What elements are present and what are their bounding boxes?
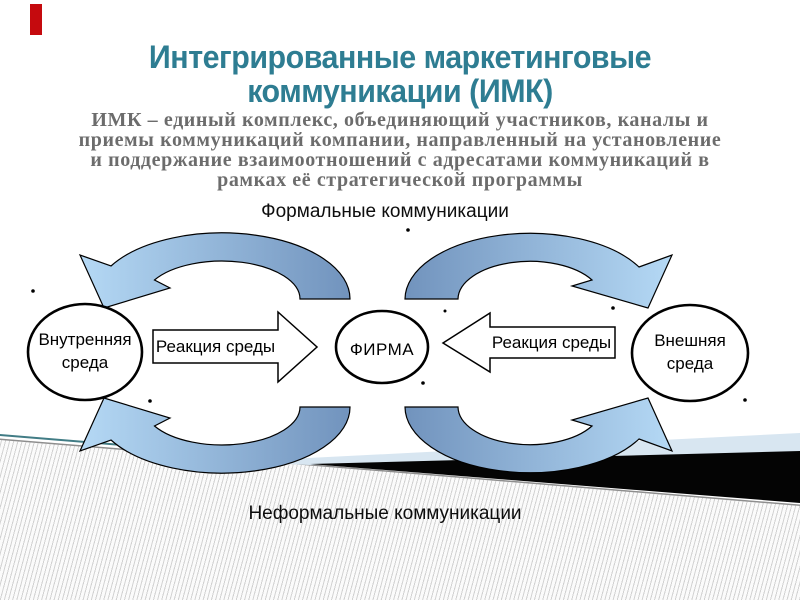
- reaction-block-arrow-left-icon: [441, 311, 616, 374]
- slide-title-line2: коммуникации (ИМК): [247, 73, 553, 109]
- external-environment-label: Внешняя среда: [654, 331, 726, 373]
- internal-environment-label: Внутренняя среда: [38, 330, 132, 372]
- artifact-dots: [31, 228, 747, 403]
- reaction-label-left: Реакция среды: [155, 337, 276, 356]
- slide-title: Интегрированные маркетинговые коммуникац…: [20, 40, 780, 108]
- firm-label: ФИРМА: [349, 340, 415, 359]
- internal-environment-ellipse: [26, 302, 144, 402]
- firm-ellipse: [334, 309, 430, 385]
- formal-communications-label: Формальные коммуникации: [261, 201, 509, 222]
- slide-subtitle: ИМК – единый комплекс, объединяющий учас…: [0, 110, 800, 190]
- informal-communications-label: Неформальные коммуникации: [248, 503, 522, 524]
- informal-arrow-to-internal-icon: [78, 397, 351, 474]
- formal-arrow-to-internal-icon: [78, 232, 351, 309]
- subtitle-line: ИМК – единый комплекс, объединяющий учас…: [91, 109, 709, 131]
- external-environment-ellipse: [630, 303, 750, 403]
- slide-title-line1: Интегрированные маркетинговые: [148, 39, 652, 75]
- informal-arrow-to-external-icon: [404, 397, 674, 474]
- subtitle-line: и поддержание взаимоотношений с адресата…: [90, 149, 710, 171]
- formal-arrow-to-external-icon: [404, 232, 674, 309]
- red-accent-bar: [30, 4, 42, 35]
- reaction-label-right: Реакция среды: [491, 333, 612, 352]
- reaction-block-arrow-right-icon: [152, 310, 319, 384]
- subtitle-line: рамках её стратегической программы: [217, 169, 583, 191]
- subtitle-line: приемы коммуникаций компании, направленн…: [78, 129, 722, 151]
